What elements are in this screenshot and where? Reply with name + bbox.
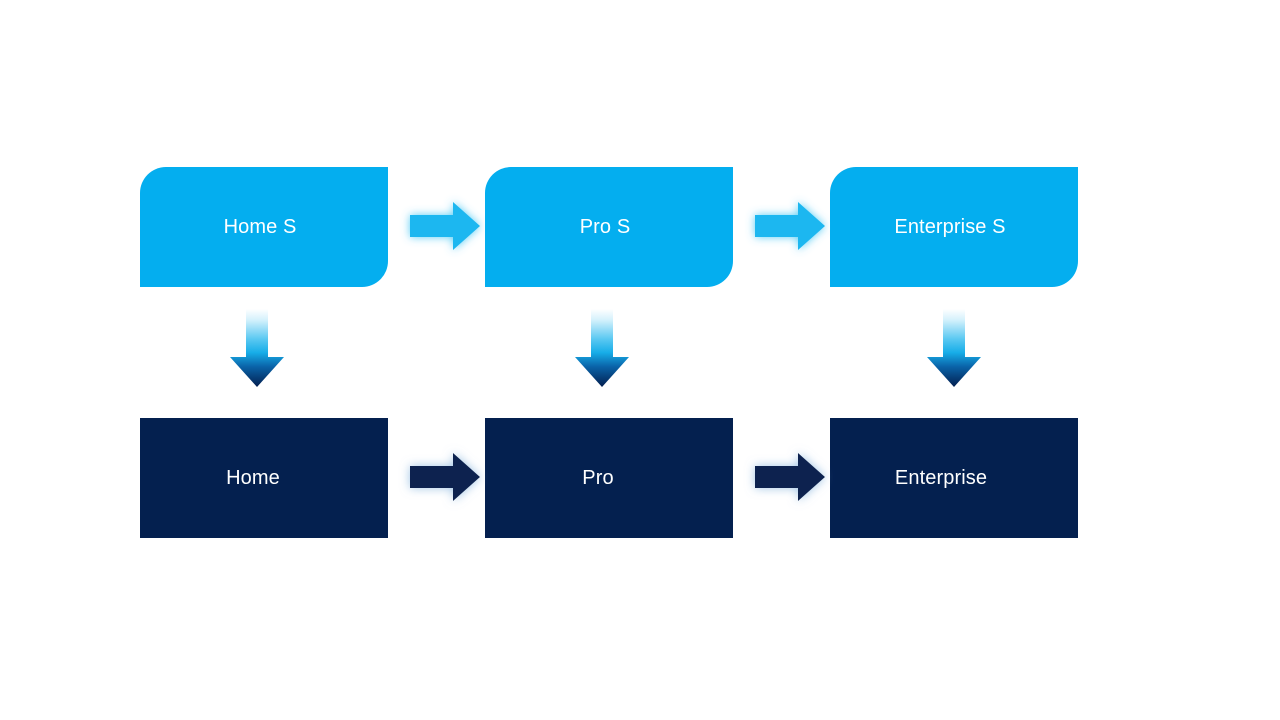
right-arrow-icon	[755, 202, 825, 250]
node-pro-s[interactable]: Pro S	[485, 167, 733, 287]
arrow-pro-s-to-enterprise-s	[753, 199, 827, 253]
node-label-home: Home	[226, 467, 280, 489]
arrow-enterprise-s-to-enterprise	[925, 309, 983, 389]
right-arrow-icon	[410, 202, 480, 250]
node-label-enterprise-s: Enterprise S	[894, 216, 1006, 238]
arrow-pro-to-enterprise	[753, 450, 827, 504]
node-label-home-s: Home S	[223, 216, 297, 238]
node-label-pro-s: Pro S	[579, 216, 631, 238]
down-arrow-icon	[927, 309, 981, 387]
arrow-home-s-to-pro-s	[408, 199, 482, 253]
node-pro[interactable]: Pro	[485, 418, 733, 538]
right-arrow-icon	[410, 453, 480, 501]
node-home[interactable]: Home	[140, 418, 388, 538]
node-enterprise[interactable]: Enterprise	[830, 418, 1078, 538]
node-label-pro: Pro	[582, 467, 614, 489]
node-home-s[interactable]: Home S	[140, 167, 388, 287]
down-arrow-icon	[230, 309, 284, 387]
arrow-home-s-to-home	[228, 309, 286, 389]
down-arrow-icon	[575, 309, 629, 387]
node-enterprise-s[interactable]: Enterprise S	[830, 167, 1078, 287]
arrow-pro-s-to-pro	[573, 309, 631, 389]
right-arrow-icon	[755, 453, 825, 501]
node-label-enterprise: Enterprise	[894, 467, 988, 489]
arrow-home-to-pro	[408, 450, 482, 504]
